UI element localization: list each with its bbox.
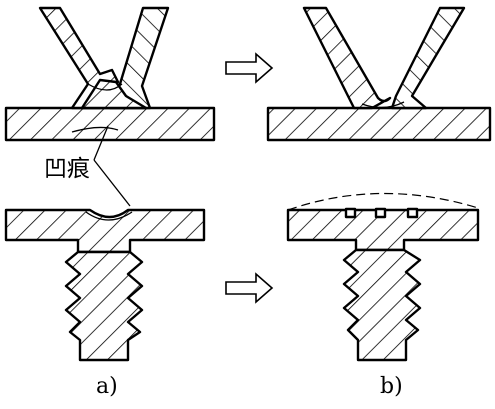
rib-junction-improved [266, 6, 492, 142]
boss-improved [286, 192, 480, 362]
left-rib-improved [302, 6, 392, 110]
hollow-right-arrow-icon [225, 52, 274, 84]
boss-shank-improved [342, 248, 422, 362]
sink-callout [93, 125, 131, 207]
base-plate-original [4, 106, 216, 142]
right-rib-improved [390, 6, 466, 110]
boss-shank-original [64, 250, 144, 362]
boss-original [4, 208, 206, 362]
panel-label-b: b) [380, 374, 403, 399]
rib-junction-original [4, 6, 216, 142]
sink-mark-label: 凹痕 [44, 156, 90, 182]
base-plate-improved [266, 106, 492, 142]
panel-label-a: a) [96, 374, 118, 399]
thick-junction-mass [80, 78, 148, 110]
hollow-right-arrow-icon [225, 272, 274, 304]
right-rib-original [108, 6, 170, 110]
boss-head-original [4, 208, 206, 254]
